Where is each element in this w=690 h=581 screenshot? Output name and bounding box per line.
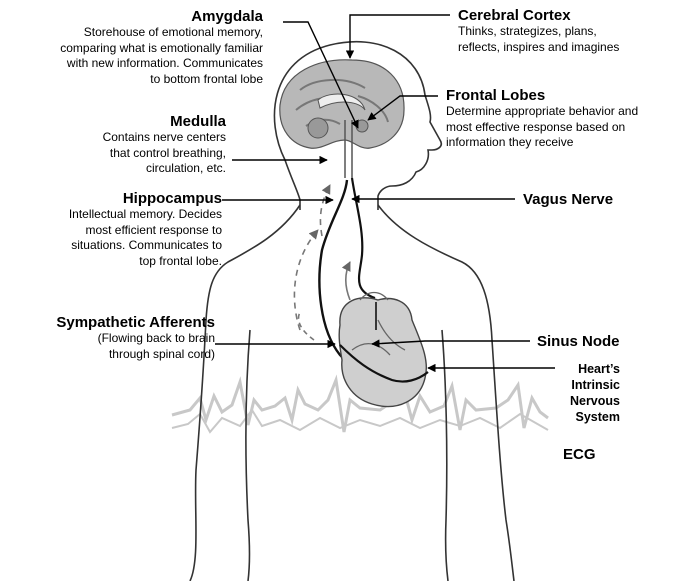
intrinsic-line-1: Heart’s: [578, 362, 620, 376]
frontal-lobes-title: Frontal Lobes: [446, 87, 546, 104]
brain-shape: [279, 59, 405, 178]
amygdala-desc-line-1: Storehouse of emotional memory,: [83, 25, 263, 39]
sympathetic-afferents-desc-line-1: (Flowing back to brain: [97, 331, 215, 345]
ecg-title: ECG: [563, 446, 596, 463]
intrinsic-line-3: Nervous: [569, 394, 620, 408]
hippocampus-label: Hippocampus Intellectual memory. Decides…: [69, 190, 222, 269]
hippocampus-desc-line-1: Intellectual memory. Decides: [68, 207, 222, 221]
hippocampus-title: Hippocampus: [122, 190, 222, 207]
vagus-nerve-label: Vagus Nerve: [523, 191, 613, 208]
pointer-lines: [215, 14, 555, 373]
sympathetic-afferents-label: Sympathetic Afferents (Flowing back to b…: [56, 314, 215, 362]
frontal-lobes-label: Frontal Lobes Determine appropriate beha…: [446, 87, 638, 151]
ecg-label: ECG: [563, 446, 596, 463]
sinus-node-label: Sinus Node: [537, 333, 620, 350]
frontal-lobes-desc-line-3: information they receive: [446, 135, 574, 149]
amygdala-label: Amygdala Storehouse of emotional memory,…: [60, 8, 263, 87]
amygdala-desc-line-4: to bottom frontal lobe: [150, 71, 263, 86]
medulla-title: Medulla: [170, 113, 226, 130]
intrinsic-nervous-system-label: Heart’s Intrinsic Nervous System: [570, 361, 620, 425]
sympathetic-afferents-title: Sympathetic Afferents: [56, 314, 215, 331]
sinus-node-title: Sinus Node: [537, 333, 620, 350]
ecg-wave: [171, 374, 549, 434]
intrinsic-line-2: Intrinsic: [571, 378, 620, 392]
body-outline: [189, 40, 515, 581]
medulla-label: Medulla Contains nerve centers that cont…: [103, 113, 226, 177]
hippocampus-desc-line-3: situations. Communicates to: [71, 238, 222, 252]
heart-shape: [338, 291, 429, 408]
hippocampus-desc-line-4: top frontal lobe.: [139, 253, 222, 268]
amygdala-title: Amygdala: [191, 8, 263, 25]
cerebral-cortex-desc-line-2: reflects, inspires and imagines: [458, 39, 620, 54]
intrinsic-line-4: System: [575, 410, 620, 424]
cerebral-cortex-title: Cerebral Cortex: [458, 7, 571, 24]
sympathetic-afferents-desc-line-2: through spinal cord): [108, 346, 215, 361]
medulla-desc-line-3: circulation, etc.: [145, 161, 226, 175]
medulla-desc-line-1: Contains nerve centers: [102, 130, 226, 144]
frontal-lobes-desc-line-1: Determine appropriate behavior and: [446, 104, 639, 118]
hippocampus-desc-line-2: most efficient response to: [85, 222, 222, 237]
medulla-desc-line-2: that control breathing,: [109, 145, 226, 160]
amygdala-desc-line-3: with new information. Communicates: [66, 56, 263, 70]
frontal-lobes-desc-line-2: most effective response based on: [446, 119, 626, 134]
cerebral-cortex-label: Cerebral Cortex Thinks, strategizes, pla…: [458, 7, 619, 55]
amygdala-desc-line-2: comparing what is emotionally familiar: [60, 40, 263, 55]
vagus-nerve-title: Vagus Nerve: [523, 191, 614, 208]
cerebral-cortex-desc-line-1: Thinks, strategizes, plans,: [458, 24, 597, 38]
